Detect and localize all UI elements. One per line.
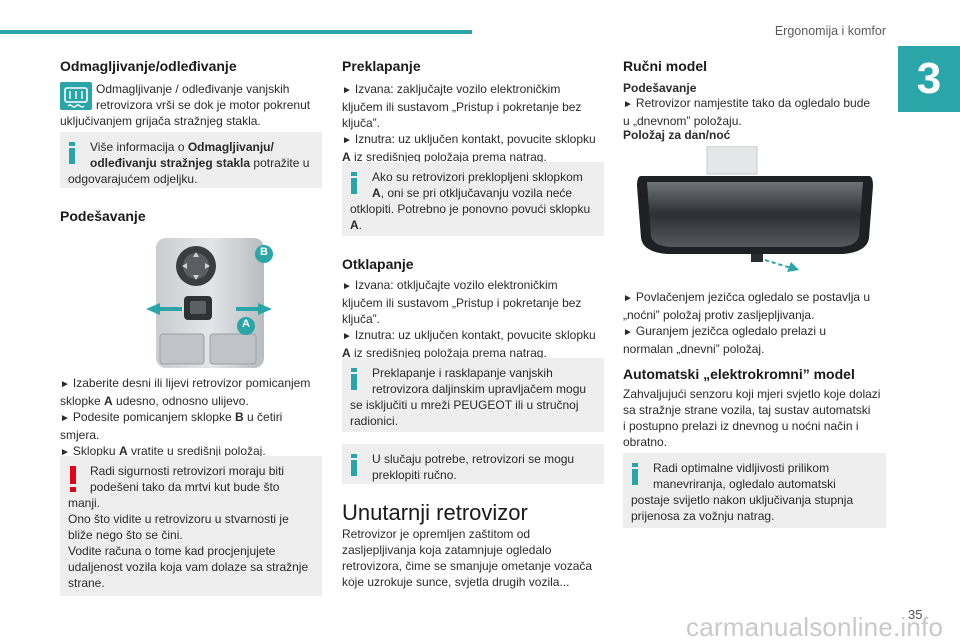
page-number: 35 xyxy=(908,607,923,622)
adjust-steps: ►Izaberite desni ili lijevi retrovizor p… xyxy=(60,376,311,458)
warning-box-safety: Radi sigurnosti retrovizori moraju biti … xyxy=(60,456,322,596)
defrost-heading: Odmagljivanje/odleđivanje xyxy=(60,58,237,74)
rear-defrost-icon xyxy=(60,82,92,110)
unfold-text: ►Izvana: otključajte vozilo elektronički… xyxy=(342,278,596,360)
mirror-switch-illustration: B A xyxy=(144,234,274,368)
info-box-reverse: Radi optimalne vidljivosti prilikom mane… xyxy=(623,453,886,528)
unfold-heading: Otklapanje xyxy=(342,256,414,272)
label-b: B xyxy=(260,246,268,258)
info-icon xyxy=(350,368,358,390)
auto-model-heading: Automatski „elektrokromni” model xyxy=(623,366,855,382)
section-title: Ergonomija i komfor xyxy=(774,24,886,38)
fold-heading: Preklapanje xyxy=(342,58,421,74)
sub-heading-day-night: Položaj za dan/noć xyxy=(623,128,731,142)
info-box-remote: Preklapanje i rasklapanje vanjskih retro… xyxy=(342,358,604,432)
auto-model-text: Zahvaljujući senzoru koji mjeri svjetlo … xyxy=(623,387,881,449)
manual-model-heading: Ručni model xyxy=(623,58,708,74)
info-icon xyxy=(631,463,639,485)
defrost-text-line1: Odmagljivanje / odleđivanje vanjskih xyxy=(96,82,290,96)
info-icon xyxy=(68,142,76,164)
info-box-folded: Ako su retrovizori preklopljeni sklopkom… xyxy=(342,162,604,236)
sub-heading-adjust: Podešavanje xyxy=(623,81,697,95)
chapter-badge: 3 xyxy=(898,46,960,112)
info-box-defrost: Više informacija o Odmagljivanju/ odleđi… xyxy=(60,132,322,188)
warning-icon xyxy=(70,466,76,494)
adjust-heading: Podešavanje xyxy=(60,208,146,224)
header-accent-bar xyxy=(0,30,472,34)
info-icon xyxy=(350,172,358,194)
info-icon xyxy=(350,454,358,476)
manual-adjust-text: ►Retrovizor namjestite tako da ogledalo … xyxy=(623,96,871,128)
interior-mirror-text: Retrovizor je opremljen zaštitom od zasl… xyxy=(342,527,593,589)
fold-text: ►Izvana: zaključajte vozilo elektronički… xyxy=(342,82,596,164)
rear-view-mirror-illustration xyxy=(627,145,883,278)
interior-mirror-heading: Unutarnji retrovizor xyxy=(342,500,528,525)
watermark: carmanualsonline.info xyxy=(686,612,944,640)
info-box-manual-fold: U slučaju potrebe, retrovizori se mogu p… xyxy=(342,444,604,484)
label-a: A xyxy=(242,318,250,330)
day-night-tab-text: ►Povlačenjem jezičca ogledalo se postavl… xyxy=(623,290,871,356)
defrost-text-line3: uključivanjem grijača stražnjeg stakla. xyxy=(60,114,261,128)
defrost-text-line2: retrovizora vrši se dok je motor pokrenu… xyxy=(96,98,311,112)
